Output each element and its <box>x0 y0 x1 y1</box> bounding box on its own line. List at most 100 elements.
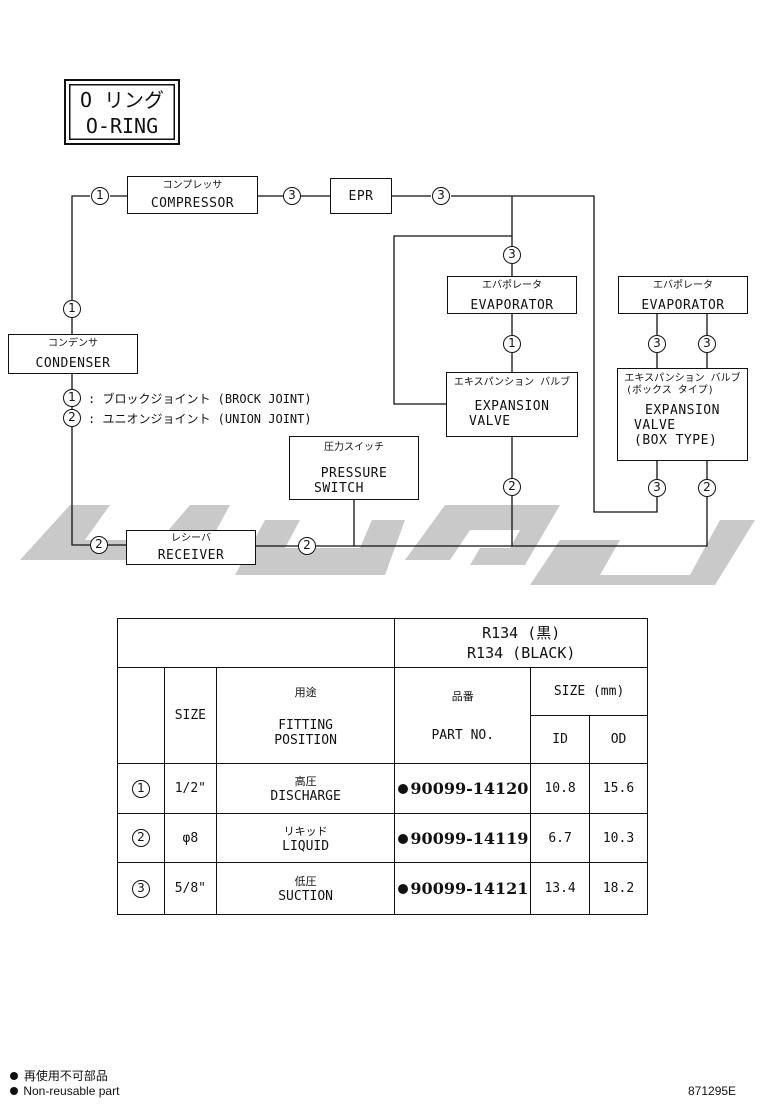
row-fitting-en: DISCHARGE <box>270 789 341 804</box>
legend-marker-1: 1 <box>63 389 81 407</box>
fitting-header-jp: 用途 <box>294 685 317 699</box>
o-ring-title-jp: O リング <box>79 88 165 112</box>
table-header-fitting: 用途 FITTING POSITION <box>215 667 396 764</box>
row-part-no: 90099-14121 <box>394 862 532 915</box>
fitting-header-en2: POSITION <box>274 732 337 748</box>
row-id: 13.4 <box>530 862 591 915</box>
table-row: 2 φ8 リキッド LIQUID 90099-14119 6.7 10.3 <box>117 813 648 863</box>
receiver-box: レシーバ RECEIVER <box>126 530 256 565</box>
o-ring-title-en: O-RING <box>85 114 159 138</box>
compressor-label-jp: コンプレッサ <box>162 180 223 191</box>
marker-1-evaporator-left-bottom: 1 <box>503 335 521 353</box>
non-reusable-dot-icon <box>398 884 409 894</box>
table-header-size-mm: SIZE (mm) <box>530 667 648 716</box>
expansion-valve-left-label-en2: VALVE <box>469 414 511 429</box>
fitting-header-en1: FITTING <box>278 717 334 733</box>
expansion-valve-right-label-en2: VALVE <box>634 418 676 433</box>
marker-2-receiver-inlet: 2 <box>90 536 108 554</box>
legend-text-2: : ユニオンジョイント (UNION JOINT) <box>88 412 312 426</box>
marker-2-expansion-right-bottom: 2 <box>698 479 716 497</box>
compressor-box: コンプレッサ COMPRESSOR <box>127 176 258 214</box>
legend-marker-2: 2 <box>63 409 81 427</box>
table-header-num <box>117 667 165 764</box>
evaporator-left-label-en: EVAPORATOR <box>470 298 554 313</box>
row-part-no: 90099-14120 <box>394 763 532 814</box>
pressure-switch-label-en2: SWITCH <box>314 481 364 496</box>
part-number: 90099-14120 <box>410 779 529 798</box>
epr-label: EPR <box>348 189 374 204</box>
part-number: 90099-14121 <box>410 879 529 898</box>
drawing-code: 871295E <box>688 1084 737 1098</box>
expansion-valve-left-box: エキスパンション バルブ EXPANSION VALVE <box>446 372 578 437</box>
row-marker: 1 <box>131 779 150 798</box>
row-od: 10.3 <box>589 813 648 863</box>
marker-3-evaporator-right-a: 3 <box>648 335 666 353</box>
row-fitting-jp: 低圧 <box>294 875 317 888</box>
marker-3-compressor-outlet: 3 <box>283 187 301 205</box>
marker-1-condenser-top: 1 <box>63 300 81 318</box>
expansion-valve-right-label-en3: (BOX TYPE) <box>634 433 718 448</box>
receiver-label-jp: レシーバ <box>171 533 211 544</box>
part-header-jp: 品番 <box>451 690 474 703</box>
note-jp-text: 再使用不可部品 <box>23 1069 108 1083</box>
row-fitting-en: LIQUID <box>282 838 330 854</box>
row-fitting: 高圧 DISCHARGE <box>215 763 396 814</box>
row-size: 5/8" <box>163 862 217 915</box>
row-fitting-en: SUCTION <box>278 889 334 904</box>
footer-note-jp: 再使用不可部品 <box>10 1067 108 1084</box>
table-header-refrigerant: R134 (黒) R134 (BLACK) <box>394 618 648 668</box>
non-reusable-dot-icon <box>10 1087 18 1095</box>
row-part-no: 90099-14119 <box>394 813 532 863</box>
table-header-blank <box>116 618 396 668</box>
condenser-box: コンデンサ CONDENSER <box>8 334 138 374</box>
pressure-switch-label-en1: PRESSURE <box>320 466 388 481</box>
row-fitting: 低圧 SUCTION <box>215 862 396 915</box>
expansion-valve-left-label-jp: エキスパンション バルブ <box>453 377 571 388</box>
legend-text-1: : ブロックジョイント (BROCK JOINT) <box>88 392 312 406</box>
row-fitting: リキッド LIQUID <box>215 813 396 863</box>
footer-note-en: Non-reusable part <box>10 1084 119 1098</box>
evaporator-left-label-jp: エバポレータ <box>482 280 542 291</box>
part-number: 90099-14119 <box>410 828 529 848</box>
pressure-switch-label-jp: 圧力スイッチ <box>324 442 384 453</box>
table-row: 1 1/2" 高圧 DISCHARGE 90099-14120 10.8 15.… <box>117 763 648 814</box>
row-fitting-jp: リキッド <box>283 824 328 838</box>
marker-2-expansion-left-bottom: 2 <box>503 478 521 496</box>
row-marker: 3 <box>131 879 150 898</box>
row-fitting-jp: 高圧 <box>294 775 317 788</box>
o-ring-title-box: O リング O-RING <box>64 79 180 145</box>
row-size: φ8 <box>163 813 217 863</box>
row-id: 6.7 <box>530 813 591 863</box>
table-header-od: OD <box>589 715 648 764</box>
pressure-switch-box: 圧力スイッチ PRESSURE SWITCH <box>289 436 419 500</box>
refrigerant-label-en: R134 (BLACK) <box>467 644 576 662</box>
expansion-valve-right-label-en1: EXPANSION <box>645 403 720 418</box>
condenser-label-jp: コンデンサ <box>48 338 98 349</box>
row-od: 18.2 <box>589 862 648 915</box>
condenser-label-en: CONDENSER <box>35 356 111 371</box>
marker-3-evaporator-left-top: 3 <box>503 246 521 264</box>
expansion-valve-left-label-en1: EXPANSION <box>474 399 550 414</box>
expansion-valve-right-label-jp2: (ボックス タイプ) <box>626 385 714 396</box>
table-row: 3 5/8" 低圧 SUCTION 90099-14121 13.4 18.2 <box>117 862 648 915</box>
table-header-size: SIZE <box>163 667 217 764</box>
marker-3-epr-outlet: 3 <box>432 187 450 205</box>
o-ring-spec-table: R134 (黒) R134 (BLACK) SIZE 用途 FITTING PO… <box>116 618 648 915</box>
receiver-label-en: RECEIVER <box>157 548 225 563</box>
compressor-label-en: COMPRESSOR <box>150 196 235 211</box>
epr-box: EPR <box>330 178 392 214</box>
non-reusable-dot-icon <box>398 784 409 794</box>
non-reusable-dot-icon <box>10 1072 18 1080</box>
row-marker: 2 <box>131 829 150 847</box>
row-id: 10.8 <box>530 763 591 814</box>
row-size: 1/2" <box>163 763 217 814</box>
table-header-id: ID <box>530 715 591 764</box>
expansion-valve-right-label-jp1: エキスパンション バルブ <box>624 373 741 384</box>
table-header-part: 品番 PART NO. <box>394 667 532 764</box>
part-header-en: PART NO. <box>431 728 495 743</box>
evaporator-right-label-jp: エバポレータ <box>653 280 713 291</box>
marker-1-compressor-inlet: 1 <box>91 187 109 205</box>
marker-3-evaporator-right-b: 3 <box>698 335 716 353</box>
expansion-valve-right-box: エキスパンション バルブ (ボックス タイプ) EXPANSION VALVE … <box>617 368 748 461</box>
